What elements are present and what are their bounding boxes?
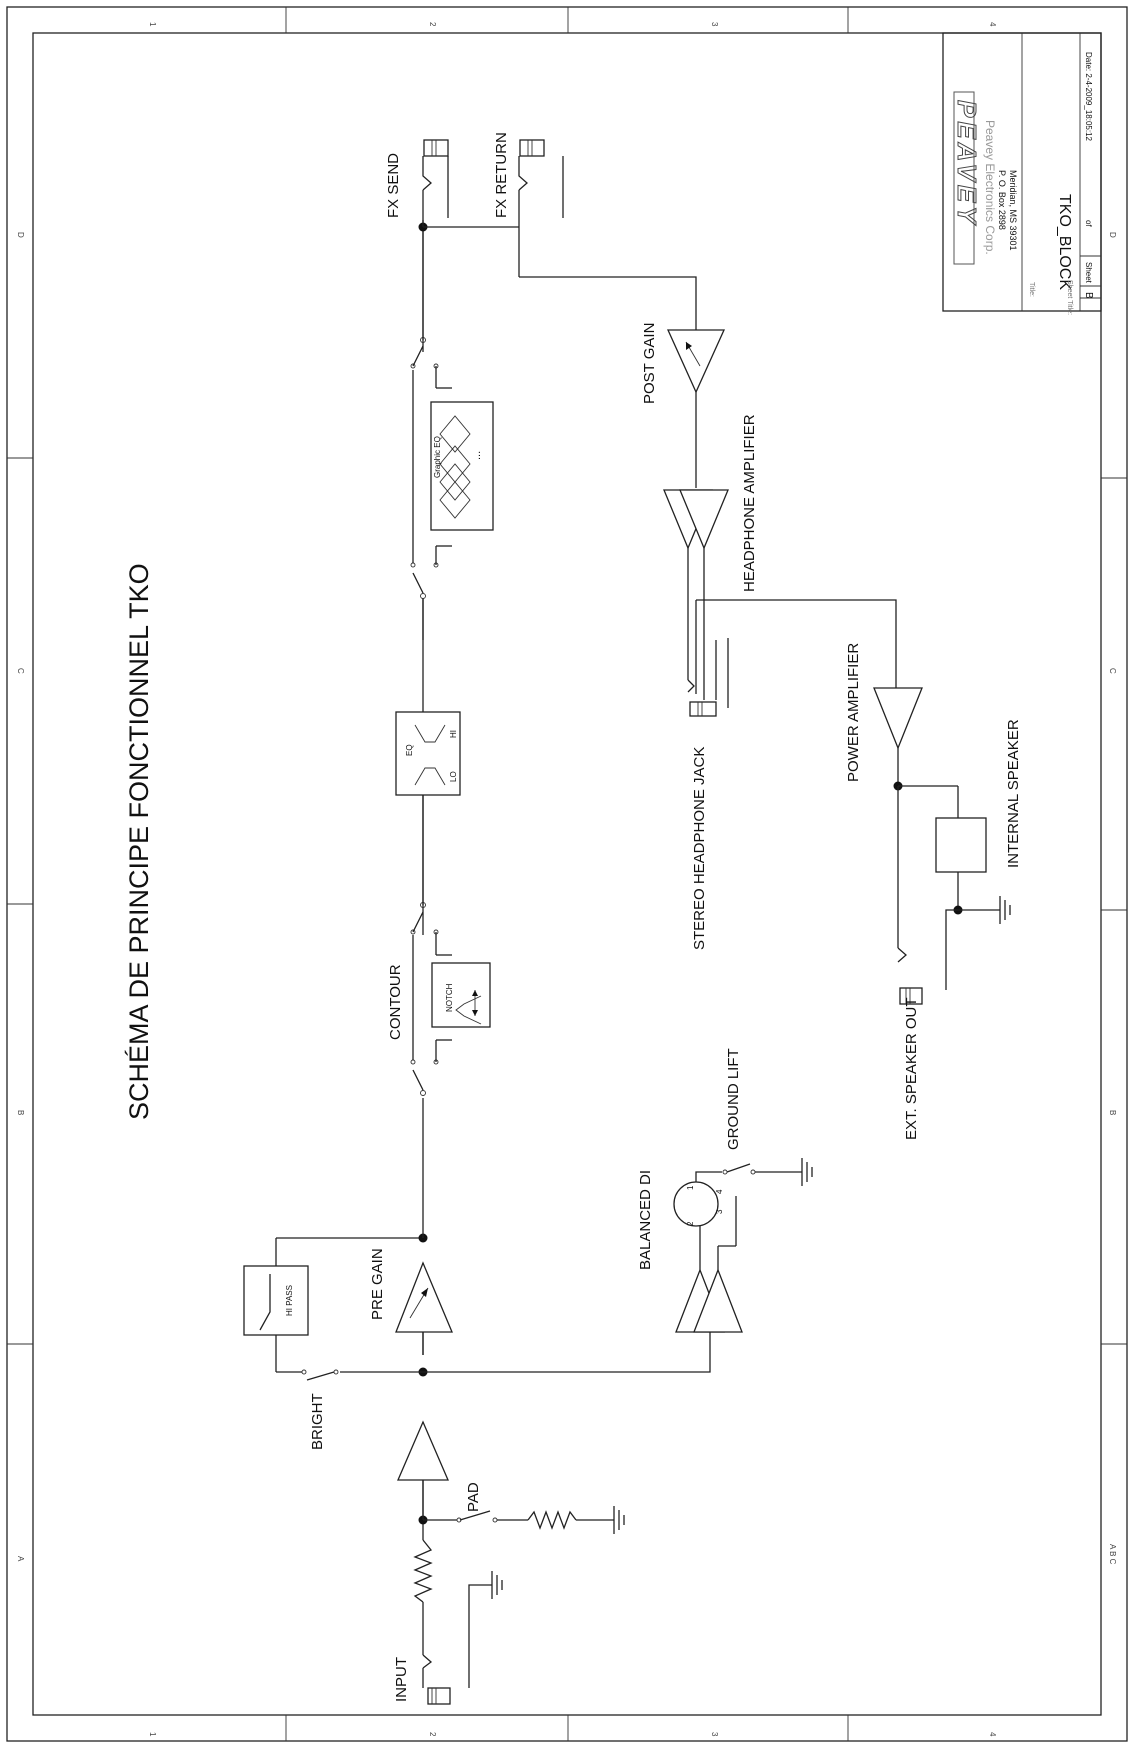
balanced-di-label: BALANCED DI bbox=[637, 1170, 654, 1270]
fx-return-label: FX RETURN bbox=[493, 132, 510, 218]
company-name: Peavey Electronics Corp. bbox=[983, 120, 997, 255]
graphic-eq-label: Graphic EQ bbox=[433, 436, 442, 478]
power-amplifier-label: POWER AMPLIFIER bbox=[845, 643, 862, 782]
pre-gain-amplifier bbox=[395, 1261, 453, 1333]
zone-bottom-2: 2 bbox=[428, 1732, 437, 1737]
graphic-eq-switch bbox=[410, 337, 452, 599]
eq-lo-label: LO bbox=[449, 771, 458, 782]
fx-send-jack bbox=[422, 139, 449, 227]
hi-pass-filter: HI PASS bbox=[243, 1265, 309, 1336]
zone-top-4: 4 bbox=[988, 22, 997, 27]
hi-pass-label: HI PASS bbox=[285, 1285, 294, 1316]
zone-left-c: C bbox=[16, 668, 25, 674]
pre-gain-label: PRE GAIN bbox=[369, 1248, 386, 1320]
sheet-label: Sheet bbox=[1084, 262, 1093, 284]
speaker-ground bbox=[958, 896, 1011, 924]
drawing-border bbox=[6, 6, 1128, 1742]
zone-right-b: B bbox=[1108, 1110, 1117, 1115]
input-resistor bbox=[413, 1539, 433, 1603]
zone-left-a: A bbox=[16, 1556, 25, 1562]
xlr-pin-1: 1 bbox=[686, 1185, 695, 1190]
zone-bottom-1: 1 bbox=[148, 1732, 157, 1737]
power-amp-feed-wire bbox=[696, 599, 897, 688]
stereo-headphone-jack bbox=[687, 600, 729, 717]
post-gain-label: POST GAIN bbox=[641, 323, 658, 404]
input-buffer-amplifier bbox=[397, 1420, 449, 1481]
contour-switch bbox=[410, 902, 452, 1096]
zone-top-1: 1 bbox=[148, 22, 157, 27]
pad-label: PAD bbox=[465, 1482, 482, 1512]
zone-left-b: B bbox=[16, 1110, 25, 1115]
return-wire bbox=[519, 276, 697, 330]
internal-speaker-label: INTERNAL SPEAKER bbox=[1005, 719, 1022, 868]
bright-label: BRIGHT bbox=[309, 1393, 326, 1450]
drawing-date: Date: 2-4-2009_18:05:12 bbox=[1084, 52, 1093, 142]
zone-right-c: C bbox=[1108, 668, 1117, 674]
sheet-title-label: Sheet Title: bbox=[1066, 280, 1073, 315]
internal-speaker bbox=[898, 785, 987, 910]
drawing-title: TKO_BLOCK bbox=[1056, 194, 1073, 290]
zone-markers: 1 2 3 4 1 2 3 4 D C B A D C B A B C bbox=[16, 22, 1117, 1737]
diagram-title: SCHÉMA DE PRINCIPE FONCTIONNEL TKO bbox=[124, 563, 154, 1120]
xlr-connector: 2 1 3 4 bbox=[673, 1181, 737, 1236]
stereo-headphone-jack-label: STEREO HEADPHONE JACK bbox=[691, 747, 708, 950]
zone-bottom-4: 4 bbox=[988, 1732, 997, 1737]
eq-label: EQ bbox=[405, 744, 414, 756]
peavey-logo: PEAVEY bbox=[952, 91, 983, 265]
power-amplifier bbox=[873, 687, 923, 750]
notch-filter: NOTCH bbox=[431, 962, 491, 1028]
eq-hi-label: HI bbox=[449, 730, 458, 738]
zone-left-d: D bbox=[16, 232, 25, 238]
title-label: Title: bbox=[1028, 282, 1035, 297]
ground-lift-switch bbox=[695, 1158, 813, 1186]
headphone-amplifier bbox=[663, 489, 729, 700]
xlr-pin-4: 4 bbox=[715, 1189, 724, 1194]
zone-right-d: D bbox=[1108, 232, 1117, 238]
xlr-pin-3: 3 bbox=[715, 1209, 724, 1214]
input-jack bbox=[422, 1571, 503, 1705]
notch-label: NOTCH bbox=[445, 983, 454, 1012]
ext-speaker-out-jack bbox=[897, 786, 958, 1005]
zone-top-3: 3 bbox=[710, 22, 719, 27]
title-block: PEAVEY Peavey Electronics Corp. P. O. Bo… bbox=[942, 32, 1102, 315]
company-address-2: Meridian, MS 39301 bbox=[1008, 170, 1018, 251]
contour-label: CONTOUR bbox=[387, 964, 404, 1040]
zone-bottom-3: 3 bbox=[710, 1732, 719, 1737]
graphic-eq: ... Graphic EQ bbox=[430, 401, 494, 531]
di-feed-wire bbox=[423, 1332, 711, 1373]
ext-speaker-out-label: EXT. SPEAKER OUT bbox=[903, 997, 920, 1140]
zone-right-letters: A B C bbox=[1108, 1544, 1117, 1565]
zone-top-2: 2 bbox=[428, 22, 437, 27]
pad-switch bbox=[423, 1506, 625, 1534]
company-address-1: P. O. Box 2898 bbox=[997, 170, 1007, 230]
fx-send-label: FX SEND bbox=[385, 153, 402, 218]
balanced-di-driver bbox=[675, 1220, 743, 1333]
ground-lift-label: GROUND LIFT bbox=[725, 1048, 742, 1150]
post-gain-amplifier bbox=[666, 329, 726, 394]
headphone-amplifier-label: HEADPHONE AMPLIFIER bbox=[741, 414, 758, 592]
of-label: of bbox=[1084, 220, 1093, 227]
fx-return-jack bbox=[518, 139, 564, 277]
logo-text: PEAVEY bbox=[952, 100, 982, 228]
graphic-eq-dots: ... bbox=[471, 451, 483, 460]
sheet-size: B bbox=[1083, 292, 1094, 299]
input-label: INPUT bbox=[393, 1657, 410, 1702]
bright-switch bbox=[275, 1335, 423, 1381]
xlr-pin-2: 2 bbox=[686, 1221, 695, 1226]
eq-block: EQ LO HI bbox=[395, 711, 461, 796]
